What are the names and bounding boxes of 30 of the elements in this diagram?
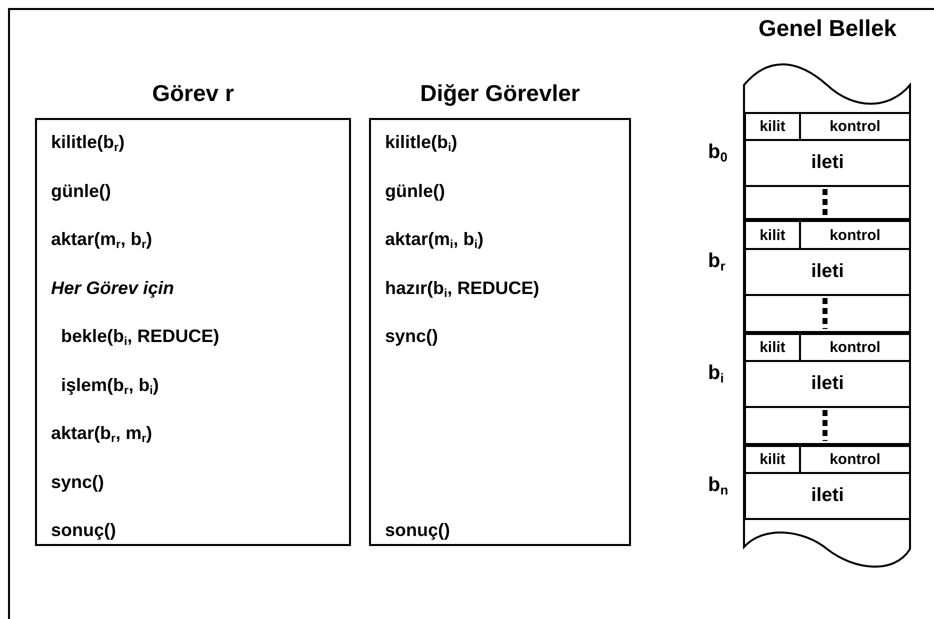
block-label: b$_{0}$ xyxy=(708,141,728,164)
lock-cell: kilit xyxy=(744,445,801,474)
block-label: b$_{i}$ xyxy=(708,362,724,385)
code-line: kilitle(b$_{r}$) xyxy=(51,131,125,154)
block-label: b$_{n}$ xyxy=(708,474,728,497)
code-line: aktar(m$_{r}$, b$_{r}$) xyxy=(51,228,152,251)
code-line: işlem(b$_{r}$, b$_{i}$) xyxy=(61,374,159,396)
code-line: sync() xyxy=(51,470,104,494)
code-line: hazır(b$_{i}$, REDUCE) xyxy=(385,276,540,300)
code-line: günle() xyxy=(385,180,445,202)
gap-cell xyxy=(744,406,911,445)
column-heading: Görev r xyxy=(152,80,234,107)
lock-cell: kilit xyxy=(744,220,801,250)
message-cell: ileti xyxy=(744,472,911,520)
code-line: Her Görev için xyxy=(51,276,174,300)
block-label: b$_{r}$ xyxy=(708,250,726,273)
code-line: sonuç() xyxy=(385,519,450,542)
code-line: sync() xyxy=(385,325,438,348)
code-line: kilitle(b$_{i}$) xyxy=(385,131,458,154)
code-line: bekle(b$_{i}$, REDUCE) xyxy=(61,325,220,348)
lock-cell: kilit xyxy=(744,333,801,362)
gap-cell xyxy=(744,294,911,333)
column-heading: Diğer Görevler xyxy=(420,80,580,107)
code-line: aktar(m$_{i}$, b$_{i}$) xyxy=(385,228,484,251)
code-line: sonuç() xyxy=(51,519,116,542)
lock-cell: kilit xyxy=(744,112,801,141)
code-line: aktar(b$_{r}$, m$_{r}$) xyxy=(51,422,152,445)
code-line: günle() xyxy=(51,180,111,202)
gap-cell xyxy=(744,185,911,220)
column-heading: Genel Bellek xyxy=(758,15,897,42)
